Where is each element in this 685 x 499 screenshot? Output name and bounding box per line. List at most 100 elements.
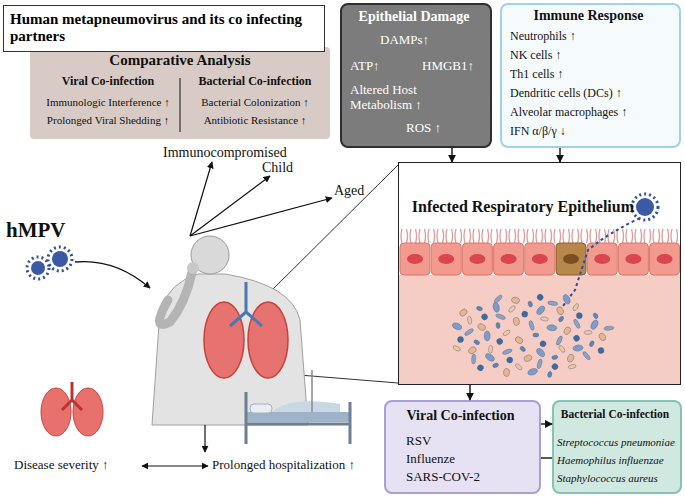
lung-lobe xyxy=(248,302,288,378)
lung-lobe xyxy=(204,302,244,378)
cell-debris xyxy=(568,364,577,370)
cilium xyxy=(644,229,645,243)
cell-debris xyxy=(493,294,503,304)
cell-debris xyxy=(528,320,535,331)
cell-debris xyxy=(547,324,557,331)
cilium xyxy=(626,229,627,243)
cell-debris xyxy=(536,293,544,301)
cell-nucleus xyxy=(407,254,423,264)
cilium xyxy=(416,229,417,243)
box-item: Bacterial Colonization ↑ xyxy=(182,96,328,109)
cell-debris xyxy=(521,310,528,317)
cell-debris xyxy=(582,351,591,361)
cilium xyxy=(641,229,642,243)
person-figure xyxy=(152,236,308,425)
lung-lobe xyxy=(41,388,71,436)
cilium xyxy=(545,229,546,243)
cell-debris xyxy=(476,306,483,312)
box-item: Th1 cells ↑ xyxy=(510,68,675,82)
cell-debris xyxy=(458,308,468,318)
cell-debris xyxy=(563,326,572,336)
cilium xyxy=(500,229,501,243)
bed-pillow xyxy=(250,404,272,413)
cell-debris xyxy=(467,346,477,355)
cell-nucleus xyxy=(594,254,610,264)
connector-arrow xyxy=(559,148,560,162)
cell-debris xyxy=(548,301,558,306)
cilium xyxy=(518,229,519,243)
box-item: IFN α/β/γ ↓ xyxy=(510,125,675,139)
iv-pole xyxy=(311,370,313,412)
cell-debris xyxy=(473,339,480,345)
cell-debris xyxy=(508,305,517,313)
cell-debris xyxy=(467,316,472,324)
cell-debris xyxy=(503,368,510,377)
cilium xyxy=(419,229,420,243)
cilium xyxy=(497,229,498,243)
cilium xyxy=(563,229,564,243)
cell-debris xyxy=(576,312,582,318)
box-item: NK cells ↑ xyxy=(510,49,675,63)
cilium xyxy=(587,229,588,243)
cilium xyxy=(461,229,462,243)
cell-debris xyxy=(589,340,595,347)
cell-debris xyxy=(496,337,504,345)
cell-nucleus xyxy=(625,254,641,264)
cell-debris xyxy=(488,345,493,353)
cilium xyxy=(623,229,624,243)
annotation-label: Immunocompromised xyxy=(163,145,298,161)
cell-debris xyxy=(540,316,549,321)
box-item: HMGB1↑ xyxy=(422,59,488,74)
box-item: RSV xyxy=(406,434,531,449)
cilium xyxy=(650,229,651,243)
cilium xyxy=(482,229,483,243)
cilium xyxy=(470,229,471,243)
cilium xyxy=(524,229,525,243)
cilium xyxy=(551,229,552,243)
box-item: Haemophilus influenzae xyxy=(557,454,679,467)
person-arm xyxy=(159,272,192,324)
annotation-label: Disease severity ↑ xyxy=(14,458,144,473)
risk-arrow xyxy=(190,162,212,236)
cell-nucleus xyxy=(563,254,579,264)
cell-debris xyxy=(492,362,499,368)
cell-debris xyxy=(547,371,552,378)
trachea xyxy=(230,282,262,326)
cell-debris xyxy=(572,303,580,312)
epithelial-cell xyxy=(618,243,648,275)
cell-debris xyxy=(551,355,558,360)
cilium xyxy=(434,229,435,243)
virus-body xyxy=(636,198,654,216)
cilium xyxy=(437,229,438,243)
cilium xyxy=(443,229,444,243)
cilium xyxy=(455,229,456,243)
column-divider xyxy=(179,78,180,132)
virus-spikes xyxy=(27,257,49,279)
cell-debris xyxy=(539,340,547,348)
cilium xyxy=(509,229,510,243)
cilium xyxy=(560,229,561,243)
cell-debris xyxy=(592,312,598,319)
cilium xyxy=(614,229,615,243)
epithelial-cell xyxy=(400,243,430,275)
bed-frame xyxy=(246,423,350,426)
cell-debris xyxy=(464,328,475,337)
risk-arrow xyxy=(190,176,270,236)
comparison-box: Comparative AnalysisViral Co-infectionIm… xyxy=(30,47,330,139)
cell-debris xyxy=(562,293,572,305)
cilium xyxy=(533,229,534,243)
cell-debris xyxy=(598,347,605,354)
cilium xyxy=(653,229,654,243)
box-item: Dendritic cells (DCs) ↑ xyxy=(510,87,675,101)
box-item: Staphylococcus aureus xyxy=(557,472,679,485)
cell-debris xyxy=(573,318,581,329)
cell-debris xyxy=(506,357,513,364)
box-item: Viral Co-infection xyxy=(38,75,178,89)
box-heading: Epithelial Damage xyxy=(340,9,488,25)
annotation-label: Child xyxy=(262,160,312,176)
cilium xyxy=(491,229,492,243)
bacterial-box: Bacterial Co-infectionStreptococcus pneu… xyxy=(552,400,682,494)
